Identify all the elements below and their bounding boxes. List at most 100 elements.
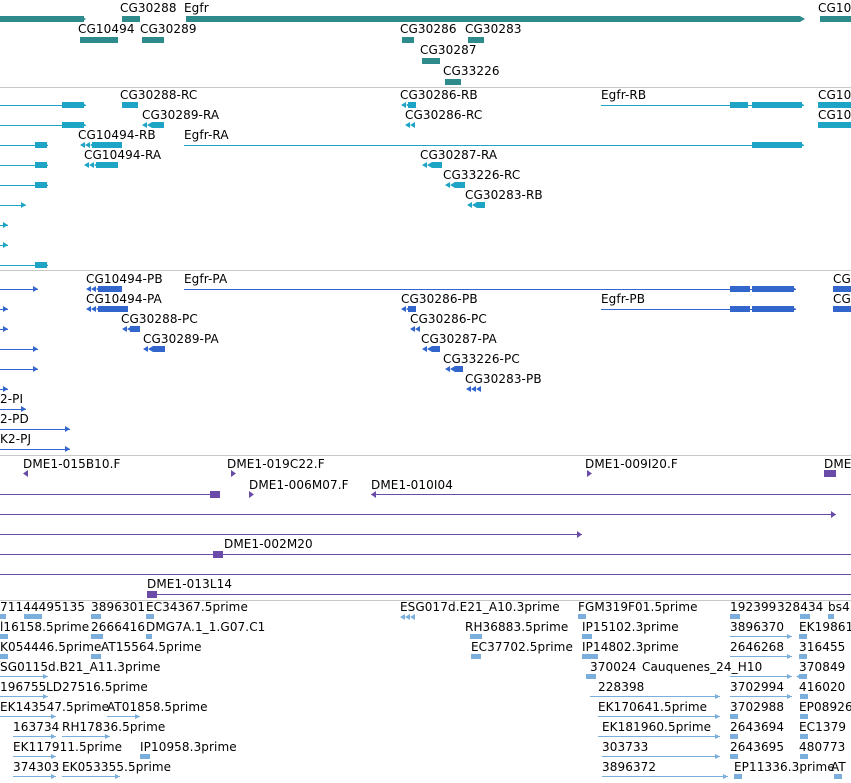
feature-label[interactable]: Egfr-PB [601,292,646,306]
feature-label[interactable]: 2-PI [0,392,24,406]
feature-label[interactable]: DMG7A.1_1.G07.C1 [146,620,266,634]
feature-label[interactable]: DME1-013L14 [147,577,233,591]
feature-label[interactable]: 2666416 [91,620,146,634]
feature-label[interactable]: ESG017d.E21_A10.3prime [400,600,560,614]
feature-label[interactable]: 192399 [730,600,777,614]
feature-label[interactable]: 3702994 [730,680,785,694]
feature-label[interactable]: 316455 [799,640,846,654]
feature-label[interactable]: CG30283-RB [465,188,543,202]
est-block[interactable] [582,654,598,659]
feature-label[interactable]: CG30283 [465,22,522,36]
feature-label[interactable]: CG30289-PA [143,332,219,346]
feature-label[interactable]: CG [833,272,851,286]
exon-block[interactable] [455,366,463,372]
feature-label[interactable]: DME1-010I04 [371,478,453,492]
feature-label[interactable]: l16158.5prime [0,620,90,634]
est-block[interactable] [800,694,808,699]
feature-label[interactable]: CG30289-RA [142,108,220,122]
feature-label[interactable]: 228398 [598,680,645,694]
gene-block[interactable] [186,16,800,22]
est-block[interactable] [0,654,8,659]
gene-block[interactable] [820,16,851,22]
feature-label[interactable]: CG30286-RB [400,88,478,102]
est-block[interactable] [578,614,586,619]
est-block[interactable] [0,634,8,639]
feature-label[interactable]: EP08926 [799,700,851,714]
gene-block[interactable] [468,37,484,43]
feature-label[interactable]: 71144495135 [0,600,86,614]
gene-block[interactable] [0,16,84,22]
feature-label[interactable]: CG10494 [78,22,135,36]
exon-block[interactable] [818,122,851,128]
feature-label[interactable]: EC34367.5prime [146,600,248,614]
exon-block[interactable] [62,122,84,128]
est-block[interactable] [734,774,742,779]
est-block[interactable] [730,714,738,719]
exon-block[interactable] [818,102,851,108]
exon-block[interactable] [730,102,748,108]
clone-end[interactable] [824,470,836,477]
gene-block[interactable] [422,58,440,64]
feature-label[interactable]: 2-PD [0,412,29,426]
exon-block[interactable] [752,102,802,108]
est-block[interactable] [471,654,481,659]
feature-label[interactable]: DME1-019C22.F [227,457,325,471]
feature-label[interactable]: 163734 [13,720,60,734]
feature-label[interactable]: AT15564.5prime [101,640,202,654]
clone-end[interactable] [147,591,157,598]
feature-label[interactable]: Egfr-RA [184,128,229,142]
feature-label[interactable]: RH17836.5prime [62,720,166,734]
feature-label[interactable]: 328434 [777,600,824,614]
feature-label[interactable]: IP15102.3prime [582,620,679,634]
exon-block[interactable] [35,142,47,148]
exon-block[interactable] [752,306,794,312]
gene-block[interactable] [80,37,118,43]
exon-block[interactable] [62,102,84,108]
feature-label[interactable]: CG [833,292,851,306]
feature-label[interactable]: Cauquenes_24_H10 [642,660,763,674]
exon-block[interactable] [122,102,138,108]
feature-label[interactable]: Egfr-PA [184,272,228,286]
feature-label[interactable]: CG33226 [443,64,500,78]
feature-label[interactable]: CG10494-RA [84,148,162,162]
feature-label[interactable]: CG30286 [400,22,457,36]
feature-label[interactable]: DME1-006M07.F [249,478,349,492]
feature-label[interactable]: IP14802.3prime [582,640,679,654]
feature-label[interactable]: CG30288-RC [120,88,198,102]
est-block[interactable] [24,614,42,619]
exon-block[interactable] [92,142,122,148]
feature-label[interactable]: Egfr [184,1,209,15]
exon-block[interactable] [35,182,47,188]
feature-label[interactable]: CG30286-RC [405,108,483,122]
feature-label[interactable]: CG30288-PC [121,312,198,326]
feature-label[interactable]: CG30289 [140,22,197,36]
exon-block[interactable] [98,306,128,312]
est-block[interactable] [800,754,808,759]
est-block[interactable] [828,614,834,619]
feature-label[interactable]: EK181960.5prime [602,720,712,734]
feature-label[interactable]: CG30286-PC [410,312,487,326]
feature-label[interactable]: EP11336.3prime [734,760,835,774]
exon-block[interactable] [833,286,851,292]
feature-label[interactable]: AT01858.5prime [107,700,208,714]
exon-block[interactable] [752,142,802,148]
est-block[interactable] [140,754,150,759]
exon-block[interactable] [730,306,750,312]
est-block[interactable] [470,634,482,639]
exon-block[interactable] [432,346,440,352]
feature-label[interactable]: CG10494-PB [86,272,163,286]
feature-label[interactable]: EC1379 [799,720,847,734]
exon-block[interactable] [153,346,165,352]
est-block[interactable] [730,614,740,619]
exon-block[interactable] [130,326,140,332]
est-block[interactable] [730,734,738,739]
feature-label[interactable]: CG10494-RB [78,128,156,142]
feature-label[interactable]: Egfr-RB [601,88,647,102]
feature-label[interactable]: FGM319F01.5prime [578,600,698,614]
feature-label[interactable]: 374303 [13,760,60,774]
feature-label[interactable]: 2646268 [730,640,785,654]
exon-block[interactable] [35,262,47,268]
feature-label[interactable]: CG10494-PA [86,292,162,306]
feature-label[interactable]: CG10 [818,88,851,102]
gene-block[interactable] [445,79,461,85]
